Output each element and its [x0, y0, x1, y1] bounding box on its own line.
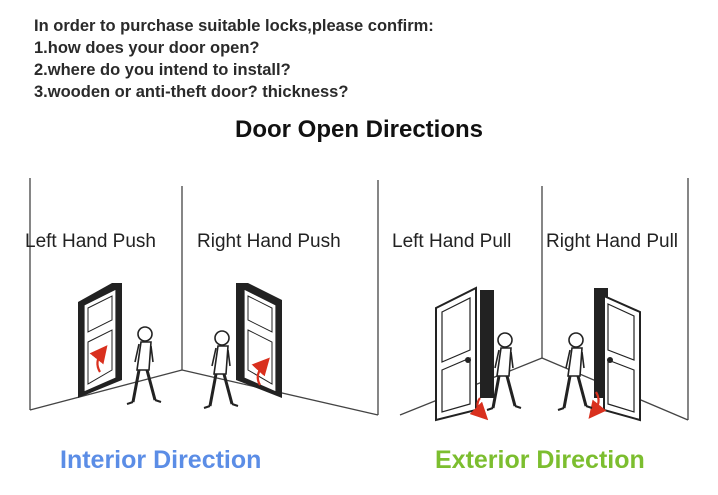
- right-pull-door: [588, 288, 641, 422]
- intro-text: In order to purchase suitable locks,plea…: [34, 15, 434, 103]
- left-push-door: [78, 283, 122, 398]
- label-left-hand-pull: Left Hand Pull: [392, 231, 512, 252]
- intro-line: In order to purchase suitable locks,plea…: [34, 17, 434, 35]
- label-right-hand-push: Right Hand Push: [197, 231, 341, 252]
- left-pull-door: [435, 286, 494, 422]
- intro-line: 1.how does your door open?: [34, 39, 260, 57]
- person-icon: [202, 329, 240, 410]
- intro-line: 2.where do you intend to install?: [34, 61, 291, 79]
- interior-direction-label: Interior Direction: [60, 446, 262, 474]
- label-right-hand-pull: Right Hand Pull: [546, 231, 679, 252]
- exterior-direction-label: Exterior Direction: [435, 446, 645, 474]
- diagram-title: Door Open Directions: [234, 116, 484, 143]
- person-icon: [125, 325, 163, 406]
- intro-line: 3.wooden or anti-theft door? thickness?: [34, 83, 349, 101]
- person-icon: [556, 331, 594, 412]
- label-left-hand-push: Left Hand Push: [25, 231, 156, 252]
- right-push-door: [236, 283, 282, 398]
